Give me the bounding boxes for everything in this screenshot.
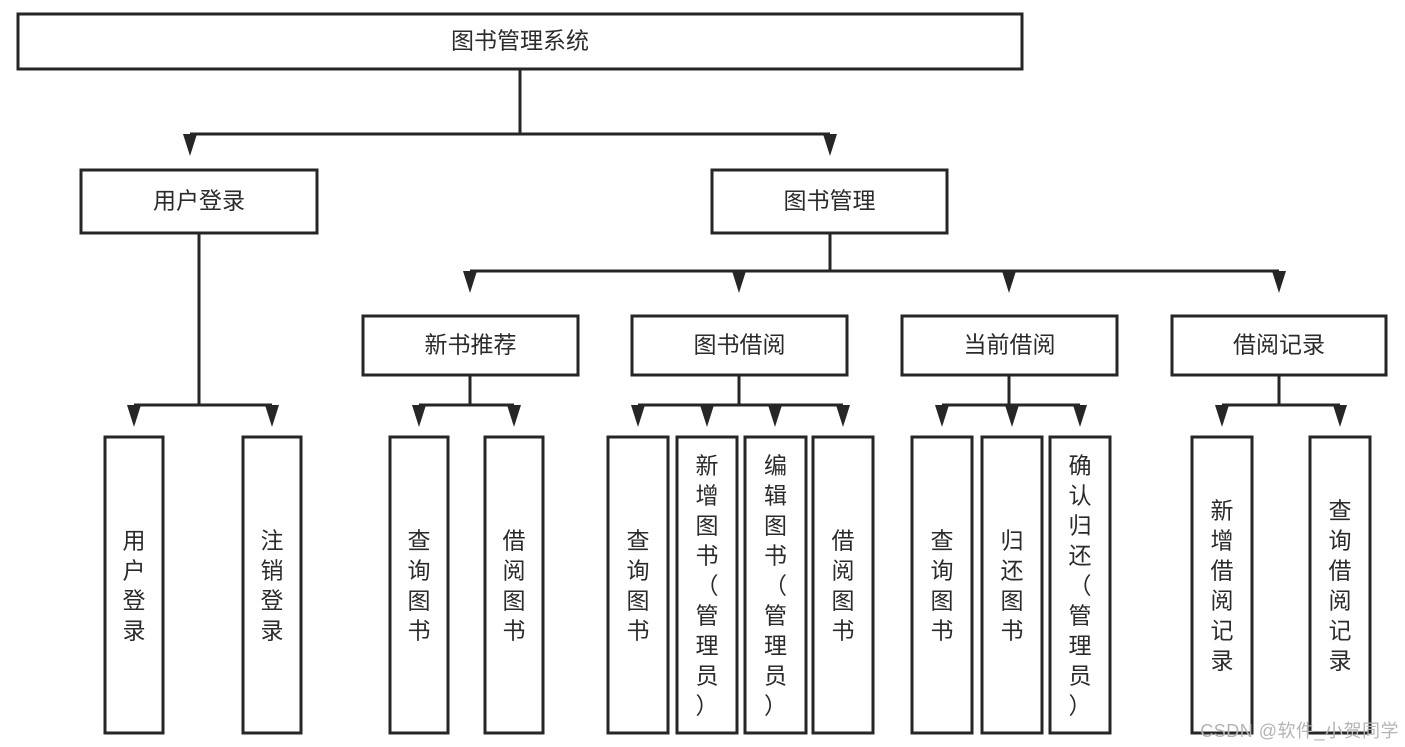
node-box[interactable] xyxy=(1170,314,1388,377)
connector-group-bus-new-book-rec xyxy=(412,375,521,427)
connector-arrowhead xyxy=(631,405,645,427)
node-box[interactable] xyxy=(710,168,949,235)
node-leaf-query-book-2[interactable]: 查询图书 xyxy=(606,435,670,735)
node-label: 借阅图书 xyxy=(832,527,855,643)
node-box[interactable] xyxy=(103,435,165,735)
connector-arrowhead xyxy=(463,271,477,293)
node-label: 归还图书 xyxy=(1001,527,1024,643)
node-box[interactable] xyxy=(79,168,319,235)
connector-arrowhead xyxy=(507,405,521,427)
node-leaf-return-book[interactable]: 归还图书 xyxy=(980,435,1044,735)
connector-arrowhead xyxy=(1002,271,1016,293)
connector-arrowhead xyxy=(127,405,141,427)
node-leaf-add-book[interactable]: 新增图书（管理员） xyxy=(675,435,739,735)
connector-arrowhead xyxy=(823,134,837,156)
node-label: 新书推荐 xyxy=(425,332,517,358)
node-box[interactable] xyxy=(743,435,808,735)
node-new-book-rec[interactable]: 新书推荐 xyxy=(361,314,580,377)
node-label: 查询图书 xyxy=(931,527,954,643)
connector-arrowhead xyxy=(1215,405,1229,427)
node-leaf-edit-book[interactable]: 编辑图书（管理员） xyxy=(743,435,808,735)
connector-group-bus-user-login xyxy=(127,233,279,427)
node-leaf-borrow-book-1[interactable]: 借阅图书 xyxy=(483,435,545,735)
node-leaf-query-book-1[interactable]: 查询图书 xyxy=(388,435,450,735)
node-leaf-logout[interactable]: 注销登录 xyxy=(241,435,303,735)
connector-arrowhead xyxy=(836,405,850,427)
node-label: 图书借阅 xyxy=(694,332,786,358)
connector-arrowhead xyxy=(768,405,782,427)
node-box[interactable] xyxy=(1048,435,1112,735)
connector-arrowhead xyxy=(1272,271,1286,293)
node-box[interactable] xyxy=(910,435,974,735)
node-leaf-add-record[interactable]: 新增借阅记录 xyxy=(1190,435,1254,735)
node-box[interactable] xyxy=(1190,435,1254,735)
node-label: 图书管理系统 xyxy=(451,28,589,54)
node-label: 图书管理 xyxy=(784,188,876,214)
node-label: 确认归还（管理员） xyxy=(1069,452,1092,718)
node-box[interactable] xyxy=(241,435,303,735)
node-label: 当前借阅 xyxy=(964,332,1056,358)
node-label: 借阅记录 xyxy=(1233,332,1325,358)
connector-arrowhead xyxy=(183,134,197,156)
node-label: 借阅图书 xyxy=(503,527,526,643)
node-book-manage[interactable]: 图书管理 xyxy=(710,168,949,235)
node-leaf-user-login[interactable]: 用户登录 xyxy=(103,435,165,735)
node-leaf-query-book-3[interactable]: 查询图书 xyxy=(910,435,974,735)
node-label: 查询图书 xyxy=(627,527,650,643)
node-label: 编辑图书（管理员） xyxy=(764,452,787,718)
node-current-borrow[interactable]: 当前借阅 xyxy=(900,314,1119,377)
node-box[interactable] xyxy=(606,435,670,735)
connector-group-bus-borrow-record xyxy=(1215,375,1347,427)
connector-group-bus-current-borrow xyxy=(935,375,1087,427)
node-borrow-record[interactable]: 借阅记录 xyxy=(1170,314,1388,377)
node-leaf-confirm-return[interactable]: 确认归还（管理员） xyxy=(1048,435,1112,735)
connector-arrowhead xyxy=(700,405,714,427)
node-book-borrow[interactable]: 图书借阅 xyxy=(630,314,849,377)
node-box[interactable] xyxy=(630,314,849,377)
node-root[interactable]: 图书管理系统 xyxy=(16,12,1024,71)
node-user-login[interactable]: 用户登录 xyxy=(79,168,319,235)
node-label: 用户登录 xyxy=(153,188,245,214)
connector-arrowhead xyxy=(1005,405,1019,427)
connector-arrowhead xyxy=(412,405,426,427)
connector-group-bus-book-manage xyxy=(463,233,1286,293)
node-label: 查询借阅记录 xyxy=(1329,497,1352,673)
node-label: 新增图书（管理员） xyxy=(696,452,719,718)
node-box[interactable] xyxy=(900,314,1119,377)
connector-layer xyxy=(127,69,1347,427)
node-leaf-borrow-book-2[interactable]: 借阅图书 xyxy=(811,435,875,735)
connector-group-bus-root xyxy=(183,69,837,156)
node-label: 注销登录 xyxy=(261,527,284,643)
connector-arrowhead xyxy=(1073,405,1087,427)
node-label: 新增借阅记录 xyxy=(1211,497,1234,673)
connector-group-bus-book-borrow xyxy=(631,375,850,427)
connector-arrowhead xyxy=(265,405,279,427)
node-box[interactable] xyxy=(675,435,739,735)
node-box[interactable] xyxy=(483,435,545,735)
node-box[interactable] xyxy=(361,314,580,377)
node-box[interactable] xyxy=(16,12,1024,71)
connector-arrowhead xyxy=(1333,405,1347,427)
node-layer: 图书管理系统用户登录图书管理新书推荐图书借阅当前借阅借阅记录用户登录注销登录查询… xyxy=(16,12,1388,735)
connector-arrowhead xyxy=(732,271,746,293)
connector-arrowhead xyxy=(935,405,949,427)
node-label: 查询图书 xyxy=(408,527,431,643)
node-box[interactable] xyxy=(388,435,450,735)
node-box[interactable] xyxy=(811,435,875,735)
node-leaf-query-record[interactable]: 查询借阅记录 xyxy=(1308,435,1372,735)
node-label: 用户登录 xyxy=(123,527,146,643)
node-box[interactable] xyxy=(1308,435,1372,735)
node-box[interactable] xyxy=(980,435,1044,735)
